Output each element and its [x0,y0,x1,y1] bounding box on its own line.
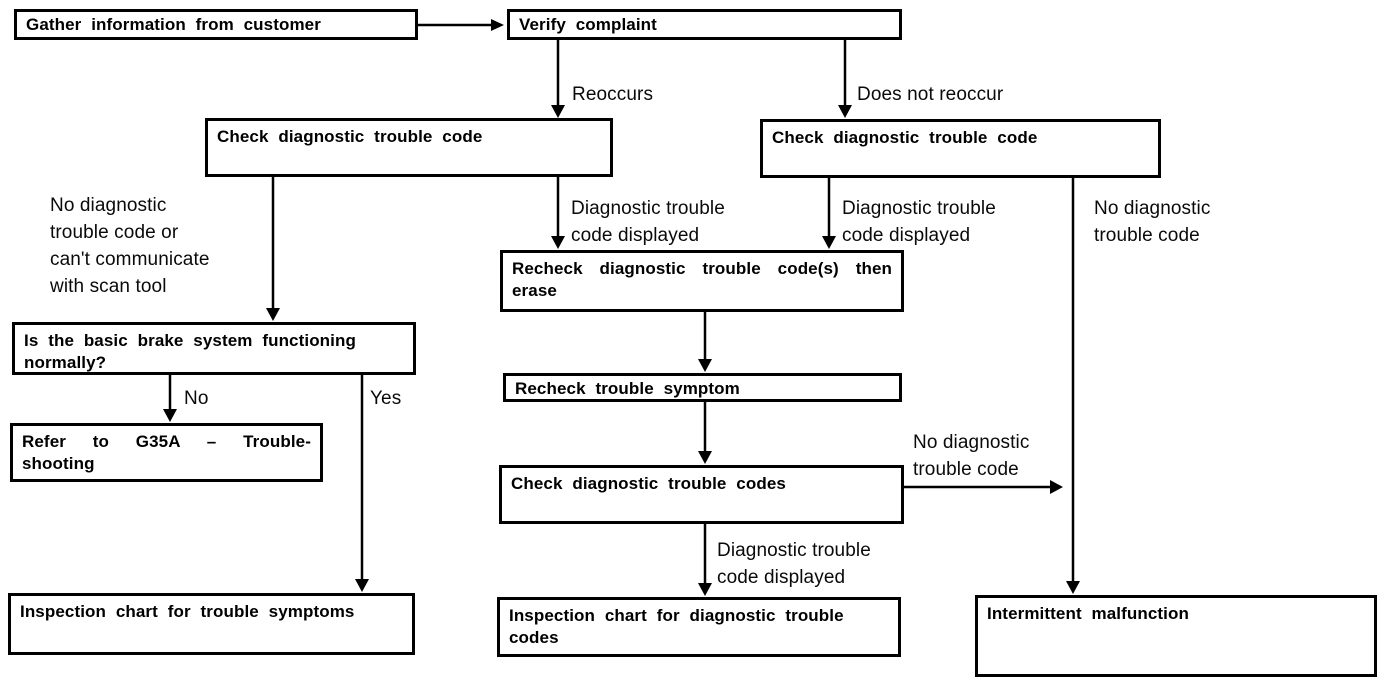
node-inspection-chart-symptoms: Inspection chart for trouble symptoms [8,593,415,655]
node-inspection-chart-codes: Inspection chart for diagnostic trouble … [497,597,901,657]
connector-check-right-to-intermittent [1066,178,1080,594]
connector-check-codes-to-inspection-codes [698,524,712,596]
connector-basic-brake-no [163,375,177,422]
connector-check-left-to-recheck-erase [551,177,565,249]
connector-verify-to-check-left [551,40,565,118]
node-recheck-symptom: Recheck trouble symptom [503,373,902,402]
connector-check-codes-to-intermittent [904,480,1063,494]
edge-label-no-dtc-right-branch: No diagnostic trouble code [1094,198,1211,246]
node-check-dtc-left: Check diagnostic trouble code [205,118,613,177]
edge-label-dtc-displayed-bottom: Diagnostic trouble code displayed [717,540,871,588]
edge-label-dtc-displayed-right: Diagnostic trouble code displayed [842,198,996,246]
edge-label-dtc-displayed-left: Diagnostic trouble code displayed [571,198,725,246]
edge-label-no: No [184,388,209,409]
connector-basic-brake-yes [355,375,369,592]
node-check-dtc-right: Check diagnostic trouble code [760,119,1161,178]
node-verify-complaint: Verify complaint [507,9,902,40]
node-check-dtc-codes: Check diagnostic trouble codes [499,465,904,524]
connector-symptom-to-check-codes [698,402,712,464]
node-gather-information: Gather information from customer [14,9,418,40]
edge-label-no-dtc-or-no-communication: No diagnostic trouble code or can't comm… [50,195,210,297]
edge-label-does-not-reoccur: Does not reoccur [857,84,1004,105]
edge-label-yes: Yes [370,388,402,409]
node-refer-g35a: Refer to G35A – Trouble-shooting [10,423,323,482]
connector-check-left-to-basic-brake [266,177,280,321]
edge-label-no-dtc-after-check: No diagnostic trouble code [913,432,1030,480]
connector-verify-to-check-right [838,40,852,118]
connector-recheck-erase-to-symptom [698,312,712,372]
node-basic-brake-question: Is the basic brake system functioning no… [12,322,416,375]
node-intermittent-malfunction: Intermittent malfunction [975,595,1377,677]
node-recheck-erase: Recheck diagnostic trouble code(s) then … [500,250,904,312]
edge-label-reoccurs: Reoccurs [572,84,654,105]
connector-gather-to-verify [418,19,504,31]
connector-check-right-to-recheck-erase [822,178,836,249]
